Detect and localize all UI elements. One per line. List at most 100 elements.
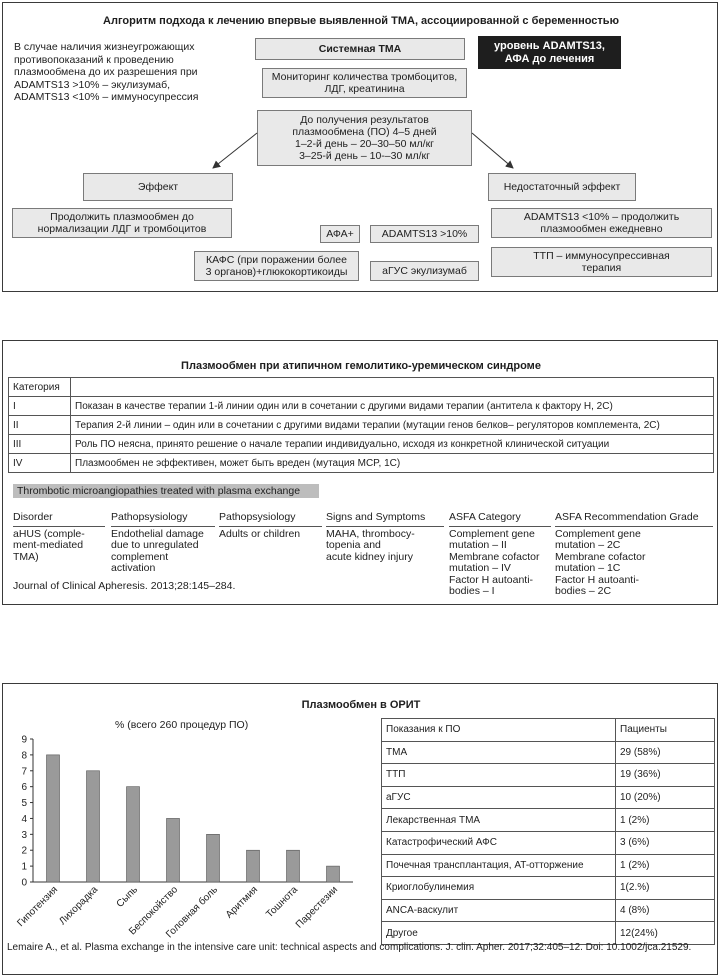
header-cell: Показания к ПО xyxy=(381,718,616,742)
column-line: bodies – 2C xyxy=(555,585,612,597)
column-line: mutation – IV xyxy=(449,562,511,574)
column-header: Pathopsysiology xyxy=(111,511,215,527)
indication-cell: ТТП xyxy=(381,763,616,787)
panel3-title: Плазмообмен в ОРИТ xyxy=(301,699,421,711)
indication-cell: Почечная трансплантация, AT-отторжение xyxy=(381,853,616,878)
column-line: TMA) xyxy=(13,550,39,563)
column-line: mutation – II xyxy=(449,539,507,551)
y-tick-label: 1 xyxy=(21,862,27,873)
y-tick-label: 0 xyxy=(21,878,27,889)
note-line: противопоказаний к проведению xyxy=(14,53,174,66)
continue-pe-line: Продолжить плазмообмен до xyxy=(50,211,194,223)
x-tick-label: Тошнота xyxy=(264,884,300,920)
column-signs: Signs and Symptoms MAHA, thrombocy- tope… xyxy=(326,511,444,563)
agus-label: аГУС экулизумаб xyxy=(382,265,467,277)
column-line: complement xyxy=(111,550,169,563)
insufficient-effect-box: Недостаточный эффект xyxy=(488,173,636,201)
afa-plus-label: АФА+ xyxy=(326,228,354,240)
adamts-lt10-line: ADAMTS13 <10% – продолжить xyxy=(523,211,680,223)
column-line: bodies – I xyxy=(449,585,495,597)
effect-box: Эффект xyxy=(83,173,233,201)
category-cell: II xyxy=(8,415,71,435)
description-cell xyxy=(70,377,714,397)
table-header-row: Показания к ПО Пациенты xyxy=(381,718,715,742)
patients-cell: 12(24%) xyxy=(615,921,715,945)
x-tick-label: Сыпь xyxy=(115,884,140,909)
category-cell: III xyxy=(8,434,71,454)
column-line: acute kidney injury xyxy=(326,550,413,563)
bar xyxy=(286,849,300,883)
x-tick-label: Гипотензия xyxy=(15,884,60,929)
patients-cell: 10 (20%) xyxy=(615,785,715,810)
panel3-citation: Lemaire A., et al. Plasma exchange in th… xyxy=(7,942,692,953)
column-line: Complement gene xyxy=(555,527,641,540)
ttp-line: ТТП – иммуносупрессивная xyxy=(533,250,670,262)
column-line: Factor H autoanti- xyxy=(555,573,640,586)
indication-cell: Другое xyxy=(381,921,616,945)
column-line: Membrane cofactor xyxy=(555,550,646,563)
adamts-level-line: АФА до лечения xyxy=(504,52,595,65)
column-line: mutation – 2C xyxy=(555,539,621,551)
arrow-to-insufficient xyxy=(471,132,514,169)
adamts-level-line: уровень ADAMTS13, xyxy=(494,39,605,52)
table-row: II Терапия 2-й линии – один или в сочета… xyxy=(8,415,714,435)
bar xyxy=(246,849,260,883)
column-line: MAHA, thrombocy- xyxy=(326,527,415,540)
description-cell: Роль ПО неясна, принято решение о начале… xyxy=(70,434,714,454)
note-line: плазмообмена до их разрешения при xyxy=(14,66,198,78)
column-line: Factor H autoanti- xyxy=(449,573,534,586)
kafs-box: КАФС (при поражении более 3 органов)+глю… xyxy=(194,251,359,281)
patients-cell: 1 (2%) xyxy=(615,808,715,832)
table-row: IV Плазмообмен не эффективен, может быть… xyxy=(8,453,714,473)
monitoring-line: Мониторинг количества тромбоцитов, xyxy=(271,71,458,83)
description-cell: Показан в качестве терапии 1-й линии оди… xyxy=(70,396,714,416)
kafs-line: КАФС (при поражении более xyxy=(205,254,347,266)
patients-cell: 29 (58%) xyxy=(615,740,715,765)
algorithm-panel: Алгоритм подхода к лечению впервые выявл… xyxy=(2,2,718,292)
category-cell: Категория xyxy=(8,377,71,397)
adamts-gt10-label: ADAMTS13 >10% xyxy=(381,228,468,240)
column-asfa-category: ASFA Category Complement gene mutation –… xyxy=(449,511,551,598)
systemic-tma-box: Системная ТМА xyxy=(255,38,465,60)
column-disorder: Disorder aHUS (comple- ment-mediated TMA… xyxy=(13,511,105,563)
bar xyxy=(326,865,340,883)
kafs-line: 3 органов)+глюкокортикоиды xyxy=(205,266,348,278)
table-row: III Роль ПО неясна, принято решение о на… xyxy=(8,434,714,454)
bar xyxy=(46,754,60,883)
column-line: mutation – 1C xyxy=(555,562,621,574)
systemic-tma-label: Системная ТМА xyxy=(318,43,402,55)
panel2-title: Плазмообмен при атипичном гемолитико-уре… xyxy=(181,360,541,372)
adamts-gt10-box: ADAMTS13 >10% xyxy=(370,225,479,243)
y-tick-label: 4 xyxy=(21,814,27,825)
x-tick-label: Аритмия xyxy=(224,884,260,920)
column-header: ASFA Category xyxy=(449,511,551,527)
column-header: ASFA Recommendation Grade xyxy=(555,511,713,527)
monitoring-line: ЛДГ, креатинина xyxy=(324,83,405,95)
panel2-citation: Journal of Clinical Apheresis. 2013;28:1… xyxy=(13,580,236,592)
adamts-lt10-box: ADAMTS13 <10% – продолжить плазмообмен е… xyxy=(491,208,712,238)
contraindication-note: В случае наличия жизнеугрожающих противо… xyxy=(14,41,244,104)
column-asfa-grade: ASFA Recommendation Grade Complement gen… xyxy=(555,511,713,598)
icu-panel: Плазмообмен в ОРИТ % (всего 260 процедур… xyxy=(2,683,718,975)
column-line: aHUS (comple- xyxy=(13,527,85,540)
column-header: Signs and Symptoms xyxy=(326,511,444,527)
column-pathophysiology: Pathopsysiology Endothelial damage due t… xyxy=(111,511,215,575)
bar xyxy=(166,818,180,883)
adamts-lt10-line: плазмообмен ежедневно xyxy=(540,223,663,235)
y-tick-label: 3 xyxy=(21,830,27,841)
afa-plus-box: АФА+ xyxy=(320,225,360,243)
patients-cell: 1(2.%) xyxy=(615,876,715,900)
y-tick-label: 9 xyxy=(21,735,27,746)
indication-cell: Лекарственная ТМА xyxy=(381,808,616,832)
note-line: ADAMTS13 <10% – иммуносупрессия xyxy=(14,91,199,103)
y-tick-label: 8 xyxy=(21,750,27,761)
patients-cell: 19 (36%) xyxy=(615,763,715,787)
column-header: Disorder xyxy=(13,511,105,527)
column-line: Endothelial damage xyxy=(111,527,204,540)
